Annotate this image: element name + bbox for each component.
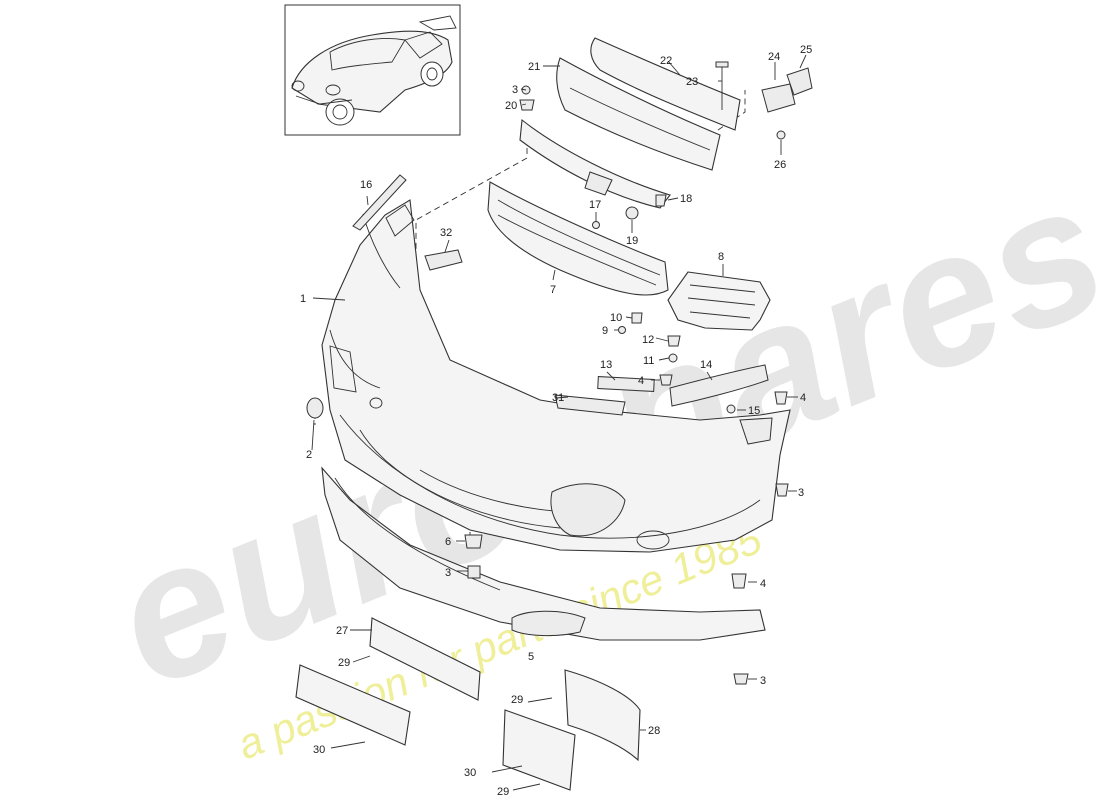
callout-10: 10: [610, 312, 622, 324]
callout-4: 4: [800, 392, 806, 404]
callout-8: 8: [718, 251, 724, 263]
callout-27: 27: [336, 625, 348, 637]
fasteners: [464, 61, 813, 685]
callout-5: 5: [528, 651, 534, 663]
callout-23: 23: [686, 76, 698, 88]
callout-12: 12: [642, 334, 654, 346]
license-plate-base-left: [295, 664, 411, 746]
clip-18: [655, 194, 667, 207]
cap-2: [306, 397, 324, 419]
callout-7: 7: [550, 284, 556, 296]
callout-6: 6: [445, 536, 451, 548]
bumper-reinforcement: [556, 37, 741, 171]
bracket-24: [761, 83, 796, 113]
license-plate-bracket-27: [369, 617, 481, 701]
callouts: 1 2 3 3 3 3 4 4 4 5 6 7 8 9 10 11 12 13 …: [300, 44, 812, 798]
callout-3: 3: [798, 487, 804, 499]
crossmember: [519, 118, 671, 209]
screw-9: [618, 326, 626, 334]
callout-31: 31: [552, 392, 564, 404]
bracket-25: [786, 67, 813, 96]
callout-25: 25: [800, 44, 812, 56]
callout-17: 17: [589, 199, 601, 211]
trim-strip-16: [352, 174, 407, 231]
callout-3: 3: [512, 84, 518, 96]
callout-9: 9: [602, 325, 608, 337]
callout-15: 15: [748, 405, 760, 417]
clip-10: [631, 312, 643, 324]
side-marker-light: [554, 376, 655, 416]
license-plate-holder-28: [564, 669, 641, 762]
callout-1: 1: [300, 293, 306, 305]
clip-4-mid: [659, 374, 673, 386]
bumper-bracket: [669, 364, 769, 407]
callout-30: 30: [313, 744, 325, 756]
screw-3-left: [467, 565, 481, 579]
nut-11: [668, 353, 678, 363]
callout-21: 21: [528, 61, 540, 73]
callout-19: 19: [626, 235, 638, 247]
nut-19: [625, 206, 639, 220]
callout-4: 4: [760, 578, 766, 590]
nut-20: [519, 99, 535, 111]
vehicle-thumbnail: [284, 4, 461, 136]
car-icon: [291, 15, 457, 126]
callout-3: 3: [760, 675, 766, 687]
callout-2: 2: [306, 449, 312, 461]
license-plate-base-right: [502, 709, 576, 791]
callout-29: 29: [497, 786, 509, 798]
callout-16: 16: [360, 179, 372, 191]
callout-30: 30: [464, 767, 476, 779]
bolt-23: [715, 61, 729, 110]
callout-22: 22: [660, 55, 672, 67]
callout-14: 14: [700, 359, 712, 371]
callout-20: 20: [505, 100, 517, 112]
bolt-26: [776, 130, 786, 140]
callout-26: 26: [774, 159, 786, 171]
screw-15: [726, 404, 736, 414]
grille: [487, 181, 669, 296]
callout-13: 13: [600, 359, 612, 371]
callout-32: 32: [440, 227, 452, 239]
callout-4: 4: [638, 375, 644, 387]
callout-3: 3: [445, 567, 451, 579]
screws-29-30: [330, 655, 553, 791]
callout-29: 29: [338, 657, 350, 669]
nut-17: [592, 221, 600, 229]
leader-lines: [311, 54, 807, 731]
clip-32: [424, 249, 463, 271]
clip-4-low: [731, 573, 747, 589]
callout-28: 28: [648, 725, 660, 737]
callout-29: 29: [511, 694, 523, 706]
clip-12: [667, 335, 681, 347]
screw-3-low: [733, 673, 749, 685]
callout-24: 24: [768, 51, 780, 63]
clip-6: [464, 534, 483, 549]
screw-3-right: [775, 483, 789, 497]
air-duct: [667, 271, 771, 331]
clip-4-right: [774, 391, 788, 405]
callout-11: 11: [643, 355, 654, 367]
bumper-cover: [321, 199, 791, 553]
callout-18: 18: [680, 193, 692, 205]
